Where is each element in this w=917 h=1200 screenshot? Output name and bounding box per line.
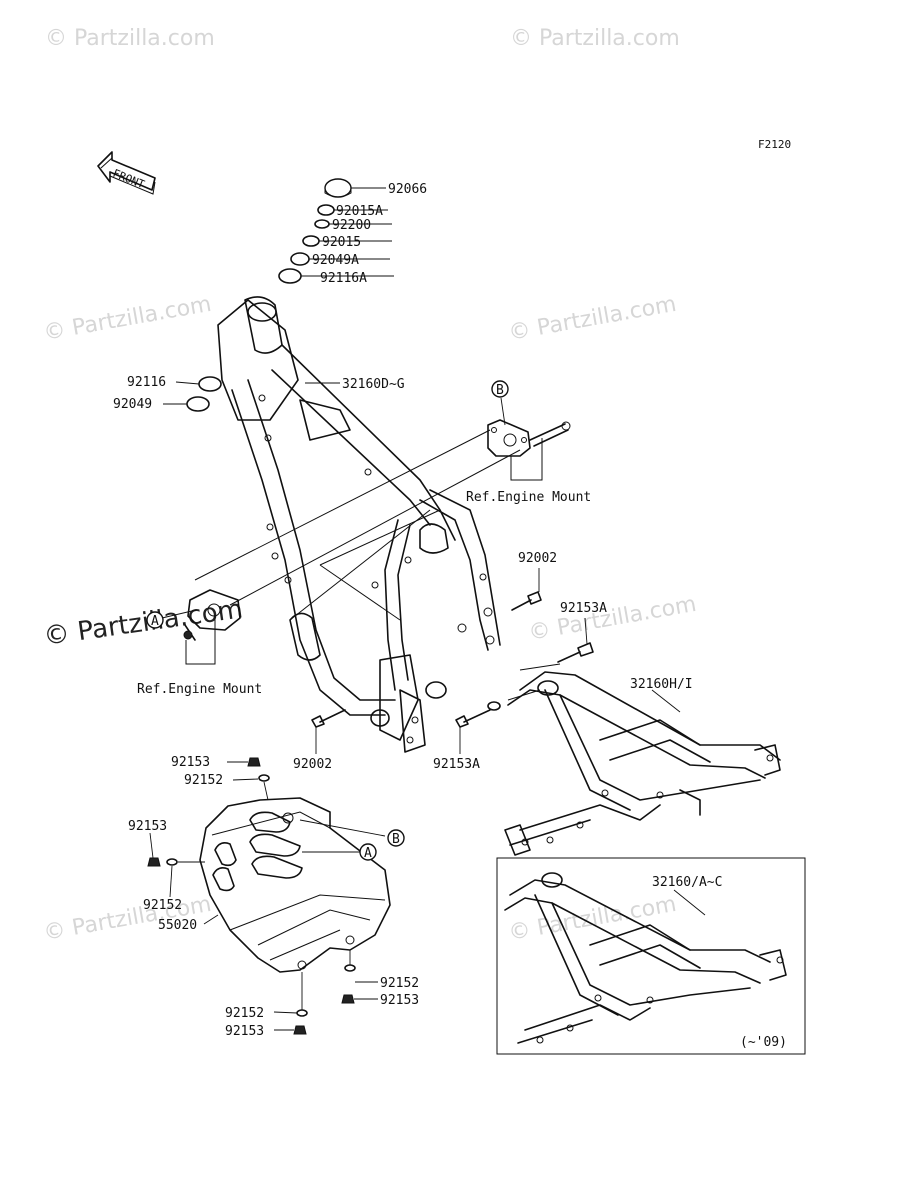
watermark: © Partzilla.com	[510, 26, 680, 51]
watermark-main: © Partzilla.com	[42, 594, 245, 652]
label-92153-d: 92153	[225, 1024, 264, 1039]
label-92049: 92049	[113, 397, 152, 412]
inset-note: (~'09)	[740, 1035, 787, 1050]
label-92002-top: 92002	[518, 551, 557, 566]
label-92153A-top: 92153A	[560, 601, 607, 616]
label-32160AC: 32160/A~C	[652, 875, 722, 890]
front-label: FRONT	[111, 167, 147, 192]
skid-fasteners	[147, 757, 378, 1035]
label-92015: 92015	[322, 235, 361, 250]
label-92015A: 92015A	[336, 204, 383, 219]
construction-lines	[194, 429, 561, 701]
main-frame	[217, 296, 501, 753]
label-92152-a: 92152	[184, 773, 223, 788]
label-92153-c: 92153	[380, 993, 419, 1008]
label-92153-b: 92153	[128, 819, 167, 834]
front-arrow-icon: FRONT	[97, 151, 156, 195]
marker-b: B	[496, 383, 504, 398]
label-32160DG: 32160D~G	[342, 377, 405, 392]
cap-92066-icon	[324, 178, 352, 198]
marker-a: A	[151, 614, 159, 629]
subframe-main	[504, 671, 781, 856]
marker-a2-circle	[359, 843, 377, 861]
engine-mount-upper: B Ref.Engine Mount	[466, 380, 591, 505]
skid-plate	[199, 797, 391, 973]
label-92152-d: 92152	[225, 1006, 264, 1021]
watermark: © Partzilla.com	[527, 592, 699, 646]
label-55020: 55020	[158, 918, 197, 933]
lower-bearing	[163, 376, 222, 412]
watermark: © Partzilla.com	[45, 26, 215, 51]
marker-a-circle	[146, 611, 164, 629]
engine-mount-lower: A Ref.Engine Mount	[137, 589, 262, 697]
ref-engine-mount-lower: Ref.Engine Mount	[137, 682, 262, 697]
marker-b2: B	[392, 832, 400, 847]
label-92200: 92200	[332, 218, 371, 233]
watermark: © Partzilla.com	[42, 292, 214, 346]
marker-b-circle	[491, 380, 509, 398]
bolts-top	[511, 568, 594, 663]
ref-engine-mount-upper: Ref.Engine Mount	[466, 490, 591, 505]
inset-box	[496, 857, 806, 1055]
label-32160HI: 32160H/I	[630, 677, 693, 692]
marker-a2: A	[364, 846, 372, 861]
label-92152-c: 92152	[380, 976, 419, 991]
steering-stack	[278, 178, 394, 284]
watermarks: © Partzilla.com © Partzilla.com © Partzi…	[42, 26, 699, 946]
label-92049A: 92049A	[312, 253, 359, 268]
marker-b2-circle	[387, 829, 405, 847]
figure-code: F2120	[758, 138, 791, 151]
label-92153-a: 92153	[171, 755, 210, 770]
watermark: © Partzilla.com	[507, 292, 679, 346]
label-92152-b: 92152	[143, 898, 182, 913]
label-92002-bottom: 92002	[293, 757, 332, 772]
label-92153A-bottom: 92153A	[433, 757, 480, 772]
label-92066: 92066	[388, 182, 427, 197]
label-92116: 92116	[127, 375, 166, 390]
label-92116A: 92116A	[320, 271, 367, 286]
bolts-bottom	[311, 701, 501, 754]
